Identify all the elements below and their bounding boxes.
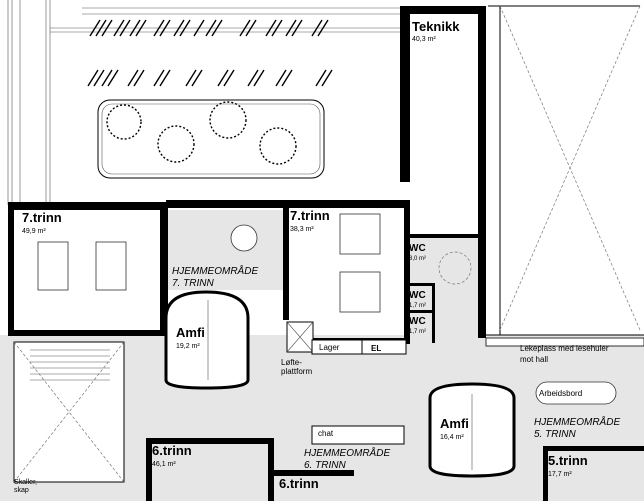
bike-racks bbox=[87, 19, 333, 87]
lofte-line2: plattform bbox=[281, 367, 312, 376]
room-name-7-mid: 7.trinn bbox=[290, 208, 330, 223]
skaller-line2: skap bbox=[14, 487, 29, 494]
room-area-5: 17,7 m² bbox=[548, 471, 572, 478]
zone-7-line1: HJEMMEOMRÅDE bbox=[172, 264, 258, 277]
label-lofte: Løfte- plattform bbox=[281, 358, 312, 376]
zone-label-7: HJEMMEOMRÅDE 7. TRINN bbox=[172, 264, 261, 289]
lofte-line1: Løfte- bbox=[281, 358, 302, 367]
label-lager: Lager bbox=[319, 343, 340, 352]
room-name-wc1: WC bbox=[409, 243, 426, 254]
zone-label-6: HJEMMEOMRÅDE 6. TRINN bbox=[304, 446, 393, 471]
skaller-line1: Skaller, bbox=[14, 479, 37, 486]
amfi-2-shape bbox=[428, 382, 516, 478]
room-name-amfi-1: Amfi bbox=[176, 325, 205, 340]
room-name-amfi-2: Amfi bbox=[440, 416, 469, 431]
wc-block bbox=[404, 251, 472, 343]
zone-6-line1: HJEMMEOMRÅDE bbox=[304, 446, 390, 459]
room-name-6-a: 6.trinn bbox=[152, 443, 192, 458]
stairwell bbox=[13, 341, 125, 483]
room-name-wc3: WC bbox=[409, 316, 426, 327]
label-skaller: Skaller, skap bbox=[14, 479, 39, 494]
classroom-6 bbox=[146, 438, 354, 501]
classroom-5 bbox=[543, 446, 644, 501]
room-name-6-b: 6.trinn bbox=[279, 476, 319, 491]
room-area-7-mid: 38,3 m² bbox=[290, 226, 314, 233]
room-area-wc1: 8,0 m² bbox=[409, 256, 426, 262]
zone-5-line2: 5. TRINN bbox=[534, 429, 576, 440]
label-el: EL bbox=[371, 344, 381, 353]
room-name-wc2: WC bbox=[409, 290, 426, 301]
room-name-7-left: 7.trinn bbox=[22, 210, 62, 225]
classroom-7-left bbox=[8, 202, 168, 336]
room-name-teknikk: Teknikk bbox=[412, 19, 460, 34]
label-chat: chat bbox=[318, 429, 334, 438]
room-area-amfi-2: 16,4 m² bbox=[440, 434, 464, 441]
planter bbox=[97, 99, 325, 179]
room-area-7-left: 49,9 m² bbox=[22, 228, 46, 235]
zone-label-5: HJEMMEOMRÅDE 5. TRINN bbox=[534, 415, 623, 440]
room-area-teknikk: 40,3 m² bbox=[412, 36, 436, 43]
courtyard-edge bbox=[7, 0, 400, 205]
zone-5-line1: HJEMMEOMRÅDE bbox=[534, 415, 620, 428]
chat-counter bbox=[311, 425, 405, 445]
teknikk-walls bbox=[400, 5, 644, 347]
label-mot-hall: mot hall bbox=[520, 355, 548, 364]
room-name-5: 5.trinn bbox=[548, 453, 588, 468]
label-arbeidsbord: Arbeidsbord bbox=[539, 389, 582, 398]
room-area-wc3: 1,7 m² bbox=[409, 329, 426, 335]
room-area-amfi-1: 19,2 m² bbox=[176, 343, 200, 350]
room-area-6-a: 46,1 m² bbox=[152, 461, 176, 468]
amfi-1-shape bbox=[164, 290, 250, 390]
zone-6-line2: 6. TRINN bbox=[304, 460, 346, 471]
lift-platform bbox=[286, 321, 407, 355]
room-area-wc2: 1,7 m² bbox=[409, 303, 426, 309]
zone-7-line2: 7. TRINN bbox=[172, 278, 214, 289]
label-lekeplass: Lekeplass med lesehuler bbox=[520, 344, 609, 353]
work-table bbox=[535, 381, 617, 405]
